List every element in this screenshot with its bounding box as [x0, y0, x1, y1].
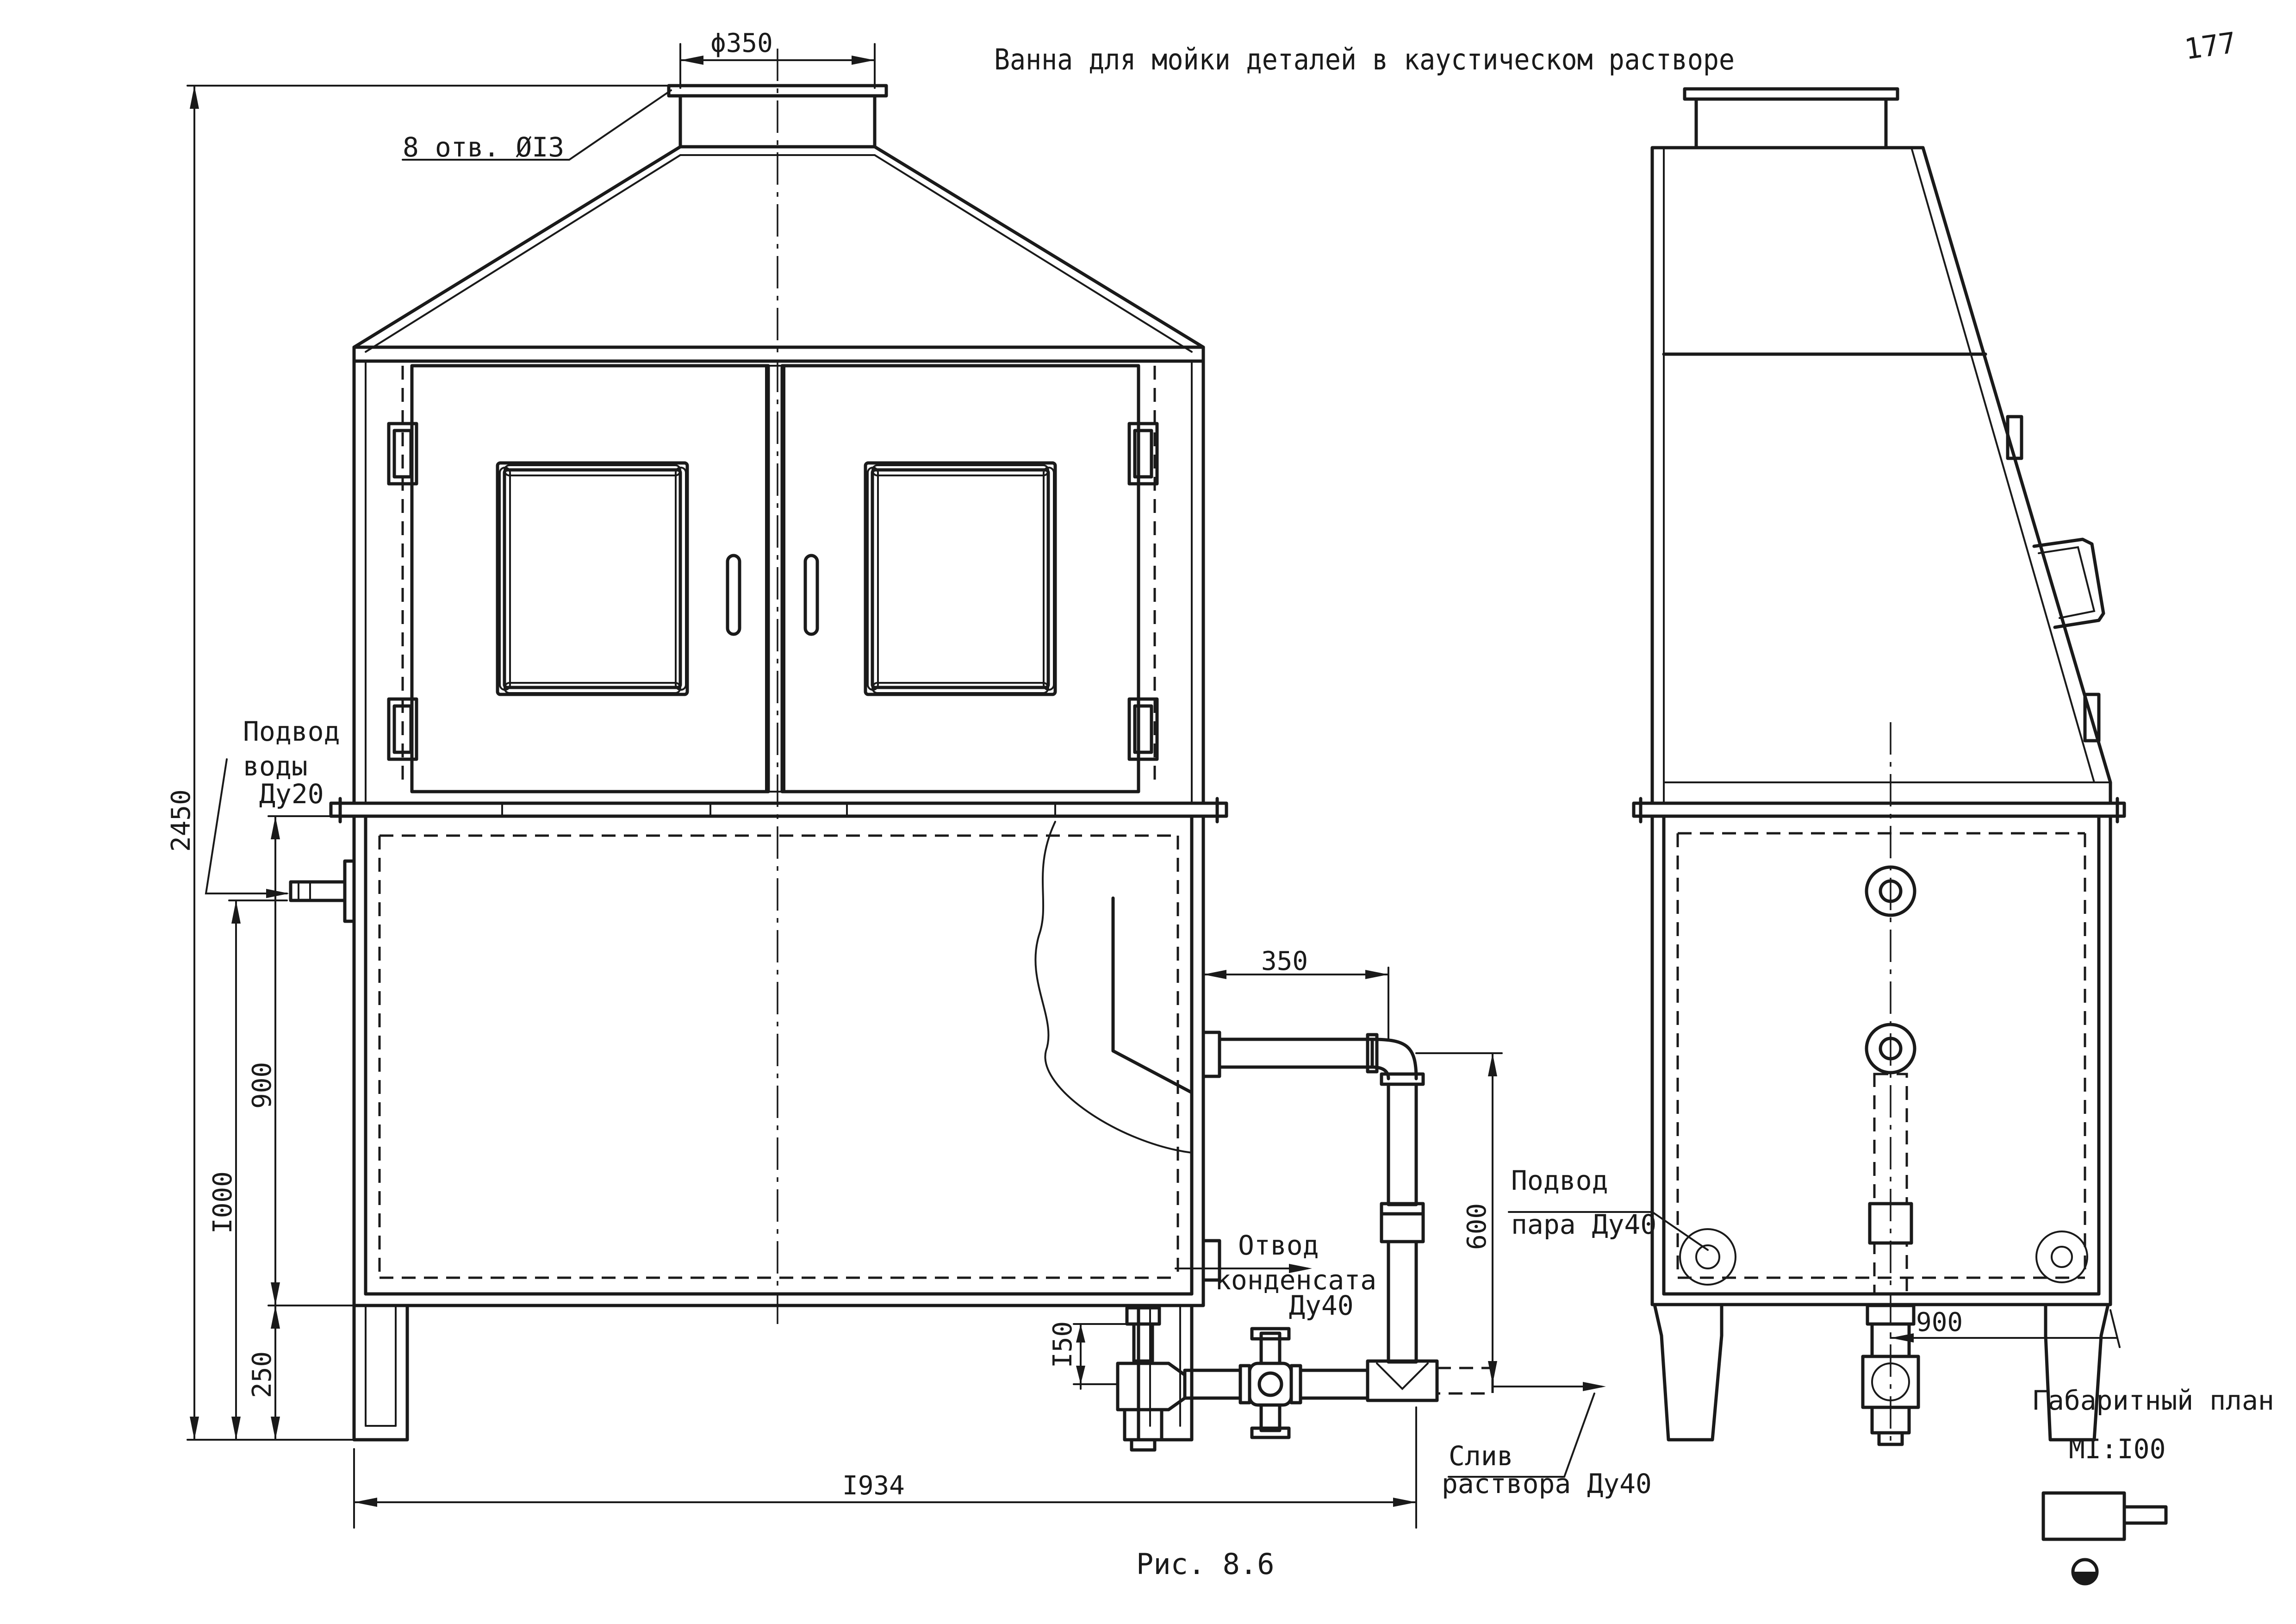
door-handle	[726, 554, 819, 636]
overall-height-dim: 2450	[166, 789, 196, 852]
bath-height-dim: I000	[208, 1171, 238, 1234]
water-supply-label-3: Ду20	[259, 778, 324, 810]
plan-title: Габаритный план	[2032, 1385, 2274, 1416]
condensate-label-1: Отвод	[1238, 1230, 1319, 1261]
side-rim	[1632, 797, 2126, 824]
steam-pipe	[1201, 1031, 1494, 1402]
drain-label-1: Слив	[1449, 1440, 1513, 1472]
water-supply-label-1: Подвод	[243, 716, 340, 747]
steam-label-2: пара Ду40	[1511, 1209, 1656, 1240]
side-depth-dim: 900	[1916, 1307, 1963, 1337]
condensate-nozzle	[1201, 1239, 1221, 1282]
pipe-offset-dim: 350	[1261, 946, 1308, 976]
side-legs	[1653, 1303, 2110, 1446]
water-inlet-height-dim: 900	[247, 1062, 277, 1109]
side-view	[1632, 87, 2126, 1446]
front-view	[289, 49, 1494, 1452]
hood-doors	[410, 364, 1140, 793]
condensate-label-2: конденсата	[1215, 1264, 1376, 1296]
water-supply-label-2: воды	[243, 750, 308, 782]
page-number: 177	[2182, 25, 2238, 66]
plan-symbol	[2041, 1491, 2168, 1586]
steam-label-1: Подвод	[1511, 1165, 1608, 1196]
figure-caption: Рис. 8.6	[1136, 1547, 1275, 1581]
drain-height-dim: I50	[1048, 1321, 1078, 1368]
water-inlet-nozzle	[289, 859, 356, 923]
drain-label-2: раствора Ду40	[1442, 1468, 1652, 1499]
fume-hood	[352, 145, 1205, 805]
drain-pipe	[1116, 1306, 1369, 1452]
side-hood	[1650, 146, 2112, 805]
door-hinges	[387, 422, 1159, 761]
bath-tank	[352, 814, 1205, 1307]
flange-holes-label: 8 отв. ØI3	[403, 131, 564, 163]
side-handle	[2032, 537, 2105, 629]
bath-rim	[329, 797, 1228, 824]
flange-diameter-dim: ϕ350	[710, 28, 773, 58]
steam-height-dim: 600	[1462, 1203, 1492, 1250]
condensate-label-3: Ду40	[1289, 1290, 1354, 1321]
leg-height-dim: 250	[247, 1351, 277, 1398]
dimension-lines	[187, 43, 2121, 1529]
plan-scale: МI:I00	[2069, 1433, 2166, 1465]
side-nozzles	[1679, 865, 2088, 1295]
overall-width-dim: I934	[842, 1471, 905, 1501]
drawing-title: Ванна для мойки деталей в каустическом р…	[994, 43, 1735, 76]
